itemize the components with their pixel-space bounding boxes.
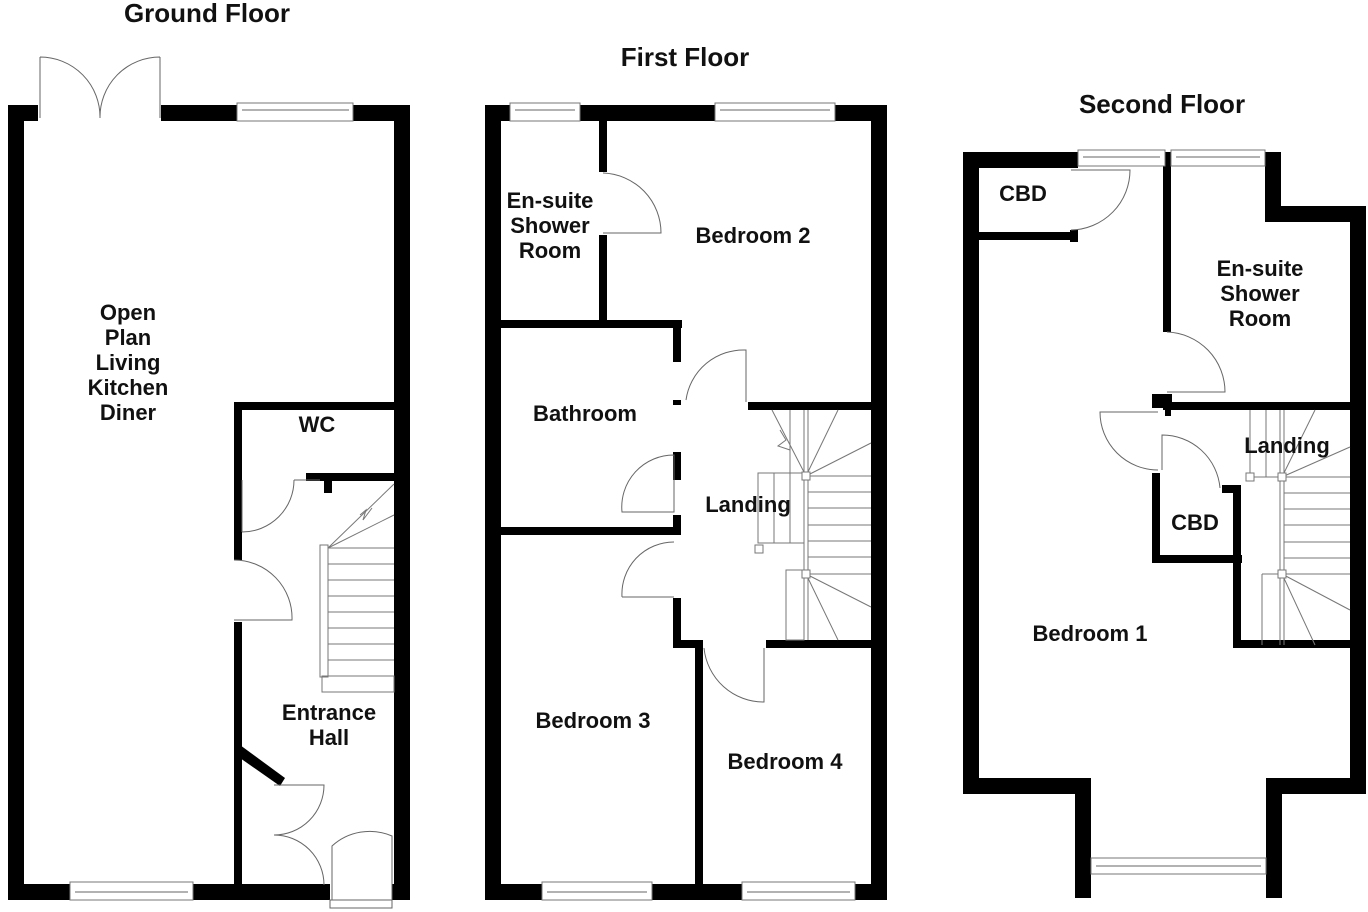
room-cbd-small: CBD [1171,510,1219,535]
room-bathroom: Bathroom [533,401,637,426]
room-bedroom-4: Bedroom 4 [727,749,843,774]
first-floor-plan [485,102,887,901]
room-bedroom-3: Bedroom 3 [535,708,651,733]
room-landing-first: Landing [705,492,791,517]
room-entrance-hall: Entrance Hall [281,700,377,750]
room-cbd-top: CBD [999,181,1047,206]
second-floor-plan [963,149,1366,898]
room-ensuite-first: En-suite Shower Room [506,188,594,263]
floor-title-first: First Floor [620,42,750,72]
room-bedroom-2: Bedroom 2 [695,223,811,248]
floor-title-second: Second Floor [1078,89,1246,119]
room-landing-second: Landing [1244,433,1330,458]
floor-title-ground: Ground Floor [123,0,291,28]
room-ensuite-second: En-suite Shower Room [1216,256,1304,331]
room-bedroom-1: Bedroom 1 [1032,621,1148,646]
room-wc: WC [298,412,336,437]
ground-floor-plan [8,56,410,909]
room-open-plan-living-kitchen-diner: Open Plan Living Kitchen Diner [87,300,169,425]
